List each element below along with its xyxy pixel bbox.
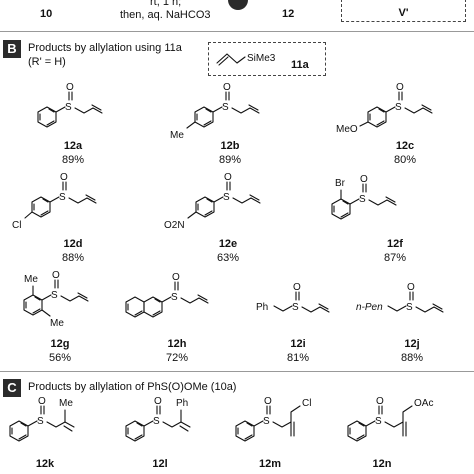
compound-yield-12f: 87% [383,252,407,264]
structure-12l: S O Ph [125,396,191,442]
section-b-letter: B [3,40,21,58]
compound-yield-12c: 80% [393,154,417,166]
oxygen-atom: O [223,82,231,93]
top-product-number: 12 [282,8,295,20]
sulfur-atom: S [375,416,382,427]
substituent-me: Me [50,318,64,329]
compound-label-12l: 12l [152,458,168,470]
compound-yield-12g: 56% [48,352,72,364]
reaction-conditions-line1: rt, 1 h; [150,0,182,8]
compound-label-12b: 12b [220,140,240,152]
substituent-nitro: O2N [164,220,185,231]
compound-yield-12a: 89% [61,154,85,166]
top-left-number: 10 [40,8,53,20]
compound-yield-12b: 89% [218,154,242,166]
sulfur-atom: S [406,302,413,313]
compound-yield-12d: 88% [61,252,85,264]
structure-12g: Me Me S O [23,270,89,329]
reagent-number: 11a [291,59,309,71]
compound-yield-12h: 72% [165,352,189,364]
structure-12c: MeO S O [336,82,433,135]
compound-label-12i: 12i [290,338,306,350]
oxygen-atom: O [172,272,180,283]
oxygen-atom: O [38,396,46,407]
section-c-letter: C [3,379,21,397]
oxygen-atom: O [224,172,232,183]
oxygen-atom: O [360,174,368,185]
substituent-cl: Cl [12,220,21,231]
compound-label-12j: 12j [404,338,420,350]
compound-label-12d: 12d [63,238,83,250]
structure-12f: Br S O [331,174,397,220]
oxygen-atom: O [60,172,68,183]
sulfur-atom: S [59,192,66,203]
substituent-ph: Ph [256,302,268,313]
compound-label-12m: 12m [258,458,282,470]
oxygen-atom: O [154,396,162,407]
compound-yield-12e: 63% [216,252,240,264]
section-b-note: (R' = H) [28,56,66,68]
structure-12e: O2N S O [164,172,261,231]
substituent-meo: MeO [336,124,358,135]
oxygen-atom: O [52,270,60,281]
sulfur-atom: S [222,102,229,113]
top-reagent-disc [228,0,248,10]
compound-label-12f: 12f [387,238,403,250]
reaction-conditions-line2: then, aq. NaHCO3 [120,9,211,21]
allylsilane-structure: SiMe3 [216,53,276,66]
oxygen-atom: O [66,82,74,93]
substituent-oac: OAc [414,398,433,409]
structure-12d: Cl S O [12,172,97,231]
reagent-box: SiMe3 11a [208,42,326,76]
compound-label-12e: 12e [218,238,238,250]
reagent-silyl-label: SiMe3 [247,53,276,64]
compound-yield-12i: 81% [286,352,310,364]
structure-12j: n-Pen S O [356,282,444,313]
section-c-title: Products by allylation of PhS(O)OMe (10a… [28,381,237,393]
intermediate-label: V' [398,7,409,19]
compound-label-12c: 12c [395,140,415,152]
structure-12m: S O Cl [235,396,311,442]
oxygen-atom: O [396,82,404,93]
sulfur-atom: S [359,194,366,205]
sulfur-atom: S [51,290,58,301]
oxygen-atom: O [376,396,384,407]
structure-12n: S O OAc [347,396,433,442]
substituent-me: Me [170,130,184,141]
structure-12b: Me S O [170,82,260,141]
sulfur-atom: S [292,302,299,313]
substituent-me: Me [59,398,73,409]
substituent-br: Br [335,178,346,189]
structure-12h: S O [125,272,209,318]
compound-label-12g: 12g [50,338,70,350]
compound-label-12k: 12k [35,458,55,470]
substituent-cl: Cl [302,398,311,409]
sulfur-atom: S [153,416,160,427]
substituent-ph: Ph [176,398,188,409]
sulfur-atom: S [171,292,178,303]
compound-yield-12j: 88% [400,352,424,364]
substituent-me: Me [24,274,38,285]
divider-top [0,31,474,32]
sulfur-atom: S [395,102,402,113]
sulfur-atom: S [65,102,72,113]
structure-12k: S O Me [9,396,75,442]
structure-12i: Ph S O [256,282,330,313]
compound-label-12a: 12a [63,140,83,152]
sulfur-atom: S [223,192,230,203]
compound-label-12n: 12n [372,458,392,470]
sulfur-atom: S [37,416,44,427]
oxygen-atom: O [264,396,272,407]
intermediate-box: V' [341,0,466,22]
substituent-pentyl: n-Pen [356,302,383,313]
oxygen-atom: O [293,282,301,293]
sulfur-atom: S [263,416,270,427]
section-b-title: Products by allylation using 11a [28,42,182,54]
oxygen-atom: O [407,282,415,293]
structure-12a: S O [37,82,103,128]
divider-bc [0,371,474,372]
compound-label-12h: 12h [167,338,187,350]
